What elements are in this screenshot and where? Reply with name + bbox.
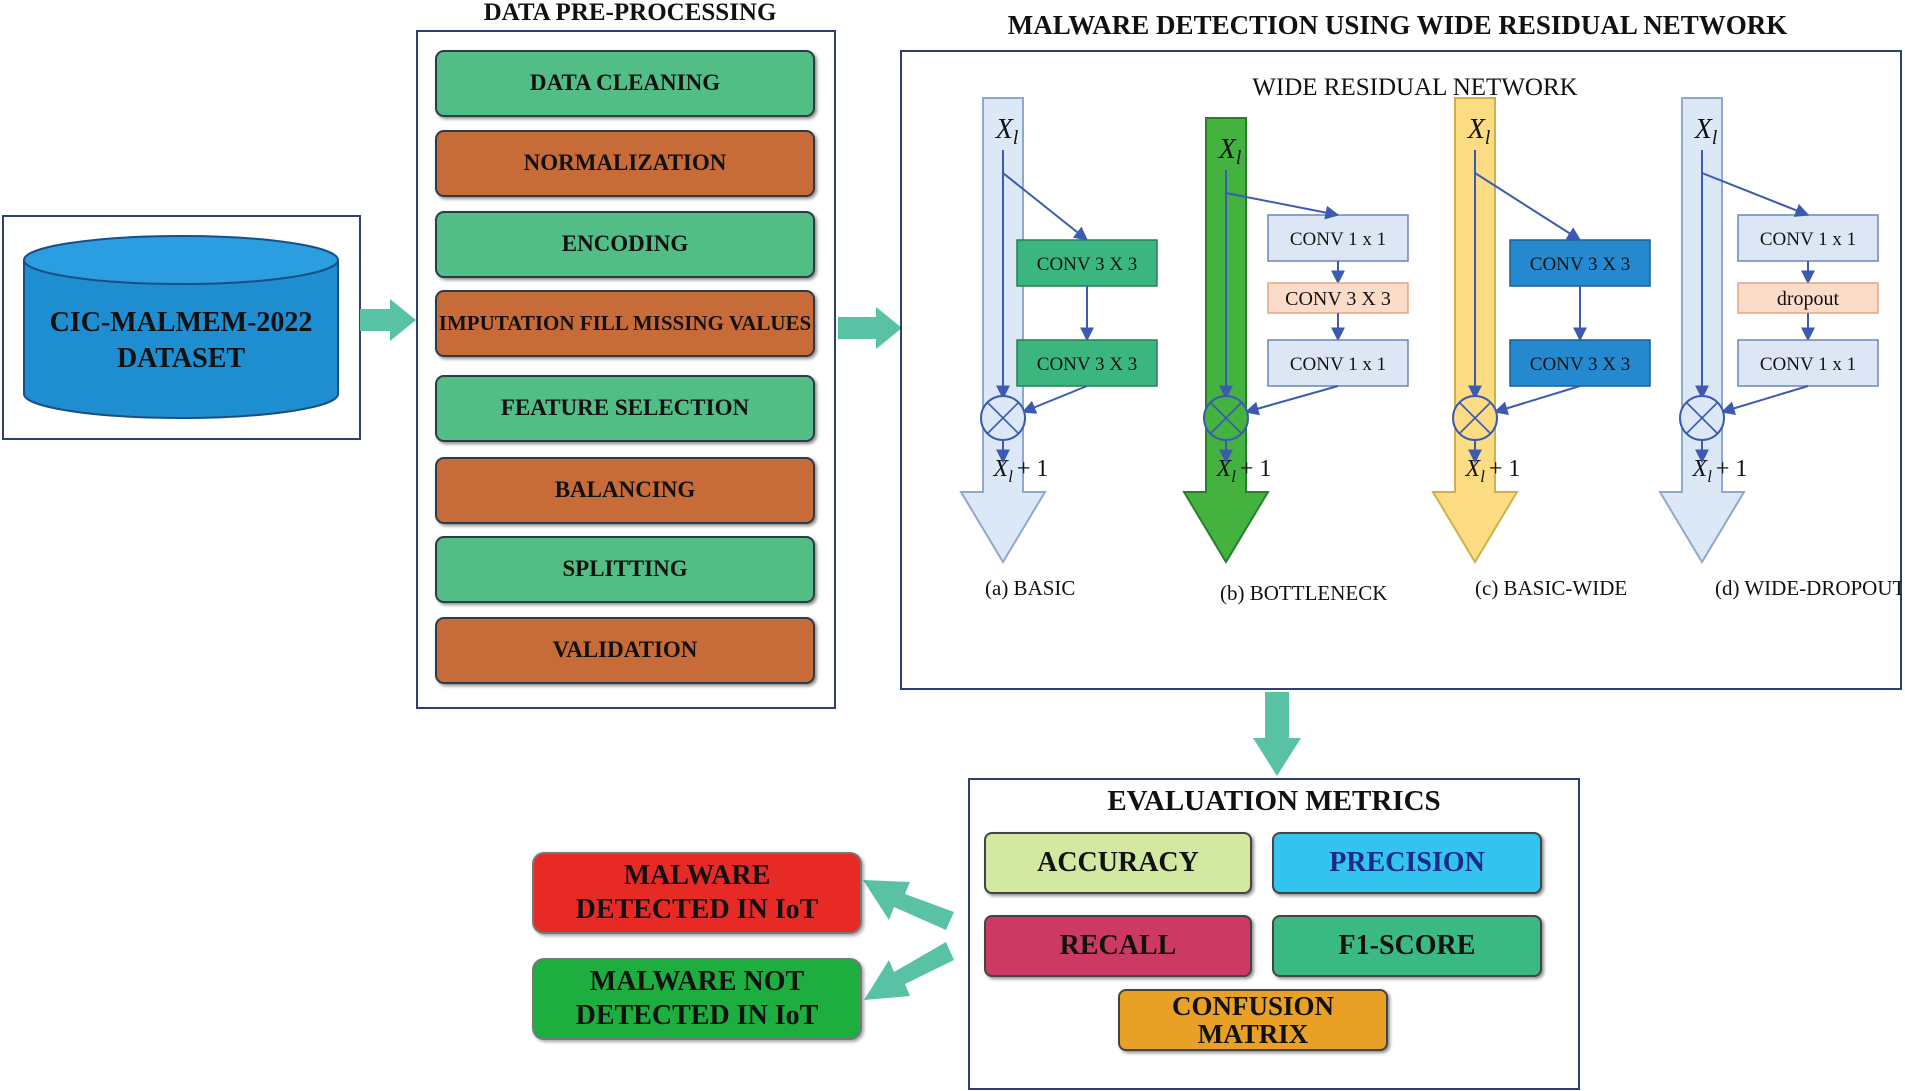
preprocessing-step: DATA CLEANING [435,50,815,117]
output-label: Xl+ 1 [1465,456,1521,486]
preprocessing-step: SPLITTING [435,536,815,603]
residual-merge-line [1720,385,1809,416]
layer-box [1737,339,1879,387]
dataset-label: CIC-MALMEM-2022 DATASET [20,305,342,377]
result-malware-detected: MALWARE DETECTED IN IoT [532,852,862,934]
preprocessing-step: FEATURE SELECTION [435,375,815,442]
layer-label: CONV 3 X 3 [1530,354,1630,375]
output-label: Xl+ 1 [1216,456,1272,486]
output-label: Xl+ 1 [993,456,1049,486]
layer-label: dropout [1777,288,1840,310]
preprocessing-step: NORMALIZATION [435,130,815,197]
arrows-evaluation-to-results [863,880,954,1000]
arrow-detection-to-evaluation [1253,692,1301,776]
input-branch-line [1474,172,1582,241]
arrow-preprocessing-to-detection [838,307,902,349]
output-label: Xl+ 1 [1692,456,1748,486]
metric-f1-score: F1-SCORE [1272,915,1542,977]
dataset-cylinder-icon [23,235,339,419]
arrow-dataset-to-preprocessing [360,299,416,341]
input-branch-line [1002,172,1089,241]
block-caption: (d) WIDE-DROPOUT [1715,576,1902,600]
layer-label: CONV 1 x 1 [1290,354,1386,375]
input-branch-line [1701,172,1810,217]
layer-box [1016,339,1158,387]
dataset-name: CIC-MALMEM-2022 [49,307,313,338]
preprocessing-title: DATA PRE-PROCESSING [483,0,777,26]
layer-box [1267,282,1409,314]
preprocessing-step: IMPUTATION FILL MISSING VALUES [435,290,815,357]
input-label: Xl [1694,114,1718,149]
input-label: Xl [1218,134,1242,169]
add-node-cross [987,402,1019,434]
metric-confusion-matrix: CONFUSION MATRIX [1118,989,1388,1051]
layer-label: CONV 1 x 1 [1290,229,1386,250]
metric-accuracy: ACCURACY [984,832,1252,894]
layer-label: CONV 3 X 3 [1530,254,1630,275]
dataset-type: DATASET [116,343,246,374]
input-branch-line [1225,192,1340,220]
input-label: Xl [1467,114,1491,149]
layer-label: CONV 3 X 3 [1285,288,1391,310]
layer-box [1509,239,1651,287]
arrow-to-not-detected [864,942,954,1000]
layer-box [1737,214,1879,262]
add-node-cross [1210,402,1242,434]
input-label: Xl [995,114,1019,149]
detection-subtitle: WIDE RESIDUAL NETWORK [1252,74,1578,101]
add-node-cross [1686,402,1718,434]
metric-precision: PRECISION [1272,832,1542,894]
add-node-cross [1459,402,1491,434]
preprocessing-step: BALANCING [435,457,815,524]
result-malware-not-detected: MALWARE NOT DETECTED IN IoT [532,958,862,1040]
layer-label: CONV 3 X 3 [1037,254,1137,275]
evaluation-title: EVALUATION METRICS [1107,785,1441,817]
layer-label: CONV 1 x 1 [1760,229,1856,250]
preprocessing-step: ENCODING [435,211,815,278]
metric-recall: RECALL [984,915,1252,977]
detection-title: MALWARE DETECTION USING WIDE RESIDUAL NE… [1007,10,1788,40]
block-caption: (a) BASIC [985,576,1075,600]
residual-merge-line [1021,385,1088,414]
residual-merge-line [1493,385,1581,416]
preprocessing-step: VALIDATION [435,617,815,684]
layer-label: CONV 1 x 1 [1760,354,1856,375]
layer-label: CONV 3 X 3 [1037,354,1137,375]
residual-merge-line [1244,385,1339,416]
arrow-to-detected [863,880,954,930]
block-caption: (c) BASIC-WIDE [1475,576,1627,600]
block-caption: (b) BOTTLENECK [1220,581,1387,605]
